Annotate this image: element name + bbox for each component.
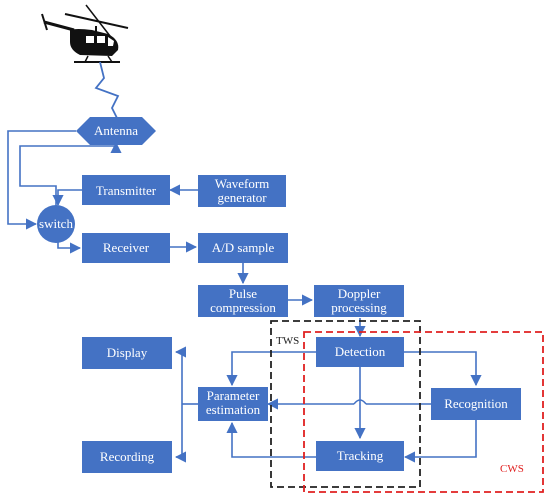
svg-text:Detection: Detection (335, 344, 386, 359)
svg-text:Waveform: Waveform (215, 176, 270, 191)
switch-node: switch (37, 205, 75, 243)
display-node: Display (82, 337, 172, 369)
receiver-node: Receiver (82, 233, 170, 263)
recording-node: Recording (82, 441, 172, 473)
svg-text:Tracking: Tracking (337, 448, 384, 463)
recognition-node: Recognition (431, 388, 521, 420)
detection-node: Detection (316, 337, 404, 367)
tws-label: TWS (276, 335, 299, 347)
transmitter-node: Transmitter (82, 175, 170, 205)
waveform-generator-node: Waveform generator (198, 175, 286, 207)
svg-text:estimation: estimation (206, 402, 261, 417)
svg-text:Antenna: Antenna (94, 123, 138, 138)
radio-link-line (94, 61, 120, 121)
connector-lines (7, 130, 482, 463)
pulse-compression-node: Pulse compression (198, 285, 288, 317)
antenna-node: Antenna (76, 117, 156, 145)
doppler-processing-node: Doppler processing (314, 285, 404, 317)
parameter-estimation-node: Parameter estimation (198, 387, 268, 421)
tws-region (270, 320, 421, 488)
svg-text:Display: Display (107, 345, 148, 360)
svg-text:Recording: Recording (100, 449, 155, 464)
helicopter-icon (41, 4, 129, 63)
svg-text:Parameter: Parameter (207, 388, 260, 403)
svg-text:compression: compression (210, 300, 276, 315)
svg-text:A/D sample: A/D sample (212, 240, 275, 255)
svg-text:switch: switch (39, 216, 73, 231)
svg-text:Pulse: Pulse (229, 286, 257, 301)
svg-text:Recognition: Recognition (444, 396, 508, 411)
svg-text:generator: generator (217, 190, 267, 205)
cws-label: CWS (500, 463, 524, 475)
svg-text:Doppler: Doppler (338, 286, 381, 301)
svg-text:processing: processing (331, 300, 387, 315)
tracking-node: Tracking (316, 441, 404, 471)
cws-region (303, 331, 544, 493)
svg-text:Transmitter: Transmitter (96, 183, 157, 198)
svg-text:Receiver: Receiver (103, 240, 150, 255)
ad-sample-node: A/D sample (198, 233, 288, 263)
